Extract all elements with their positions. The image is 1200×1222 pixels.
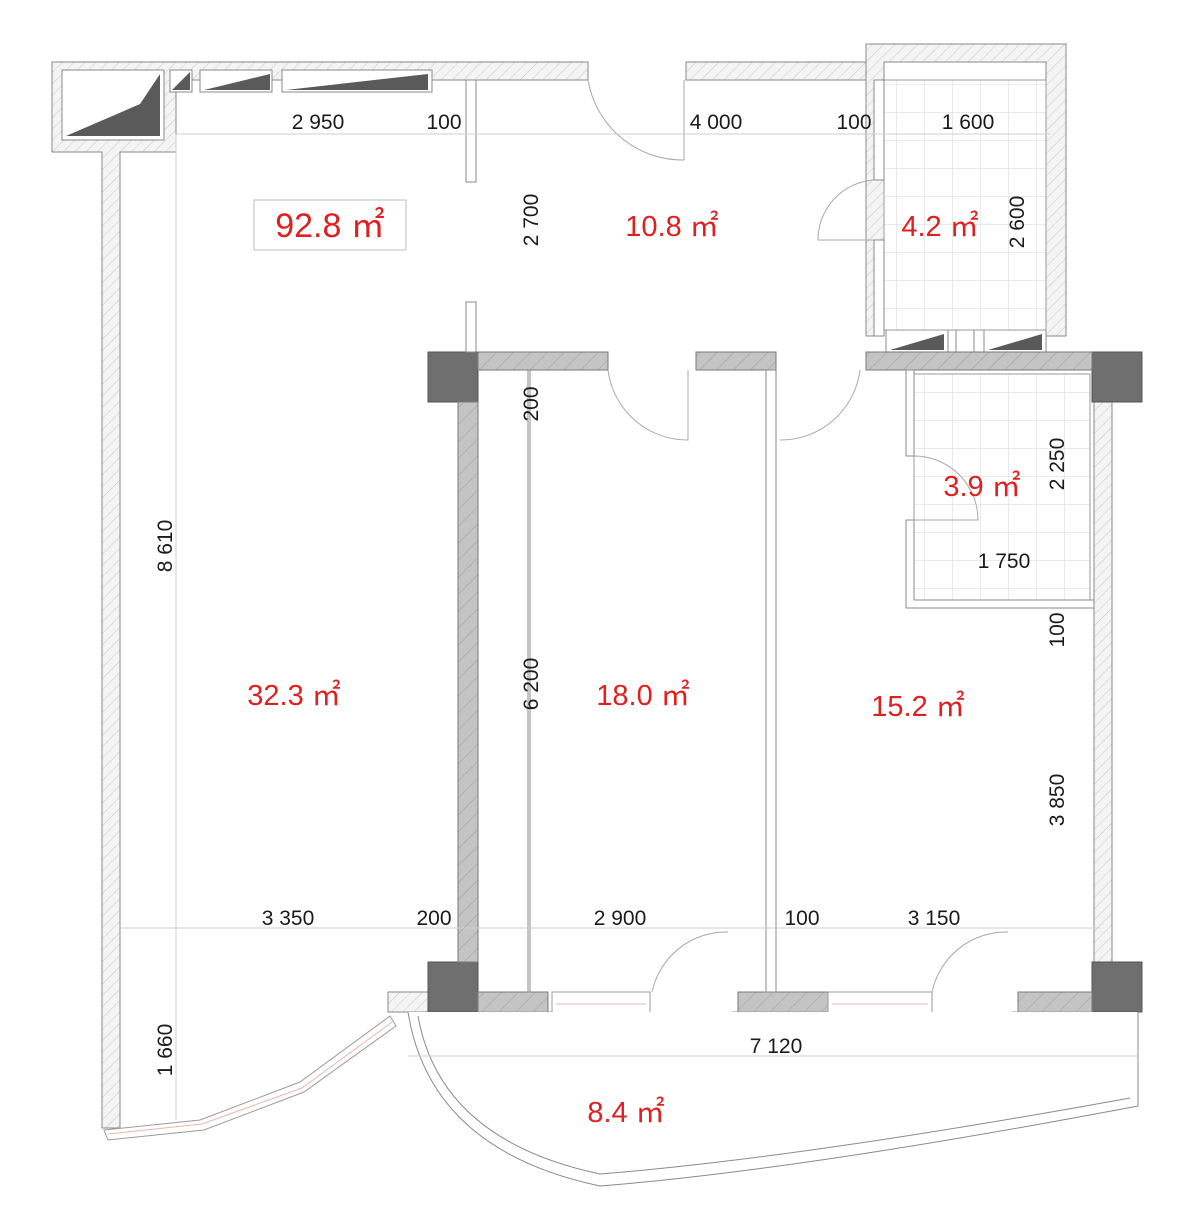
dim-bottom-2900: 2 900 <box>594 907 647 930</box>
dim-right-100: 100 <box>1046 612 1069 647</box>
room-area-hall: 10.8 ㎡ <box>625 210 719 243</box>
dim-top-100a: 100 <box>426 111 461 134</box>
room-area-bedroom1: 18.0 ㎡ <box>596 679 690 712</box>
dim-bottom-3350: 3 350 <box>262 907 315 930</box>
room-area-living: 32.3 ㎡ <box>247 679 341 712</box>
dim-top-4000: 4 000 <box>690 111 743 134</box>
dim-balcony-7120: 7 120 <box>750 1035 803 1058</box>
dimension-guides <box>120 133 1100 1120</box>
dim-bottom-100: 100 <box>784 907 819 930</box>
dim-hall-2700: 2 700 <box>520 194 543 247</box>
dim-balcony-1660: 1 660 <box>154 1024 177 1077</box>
bathroom-tile-floor <box>883 79 1047 331</box>
dim-bath-2600: 2 600 <box>1006 196 1029 249</box>
dim-right-3850: 3 850 <box>1046 774 1069 827</box>
dim-bottom-200: 200 <box>416 907 451 930</box>
dim-top-2950: 2 950 <box>292 111 345 134</box>
dim-wc-1750: 1 750 <box>978 550 1031 573</box>
dim-mid-6200: 6 200 <box>520 658 543 711</box>
total-area-label: 92.8 ㎡ <box>275 207 385 245</box>
room-area-bedroom2: 15.2 ㎡ <box>871 690 965 723</box>
room-area-wc: 3.9 ㎡ <box>943 470 1020 503</box>
interior-walls <box>427 79 1143 1013</box>
room-area-bathroom: 4.2 ㎡ <box>901 210 978 243</box>
balcony-outline <box>103 1011 1139 1187</box>
total-area-box <box>253 199 407 251</box>
wc-tile-floor <box>913 373 1091 601</box>
doors <box>587 79 1009 993</box>
room-area-balcony: 8.4 ㎡ <box>587 1096 664 1129</box>
dim-left-8610: 8 610 <box>154 520 177 573</box>
dim-top-100b: 100 <box>836 111 871 134</box>
dim-bottom-3150: 3 150 <box>908 907 961 930</box>
dim-wall-200: 200 <box>520 386 543 421</box>
vent-ducts <box>61 69 1047 353</box>
dim-wc-2250: 2 250 <box>1046 438 1069 491</box>
dim-top-1600: 1 600 <box>942 111 995 134</box>
